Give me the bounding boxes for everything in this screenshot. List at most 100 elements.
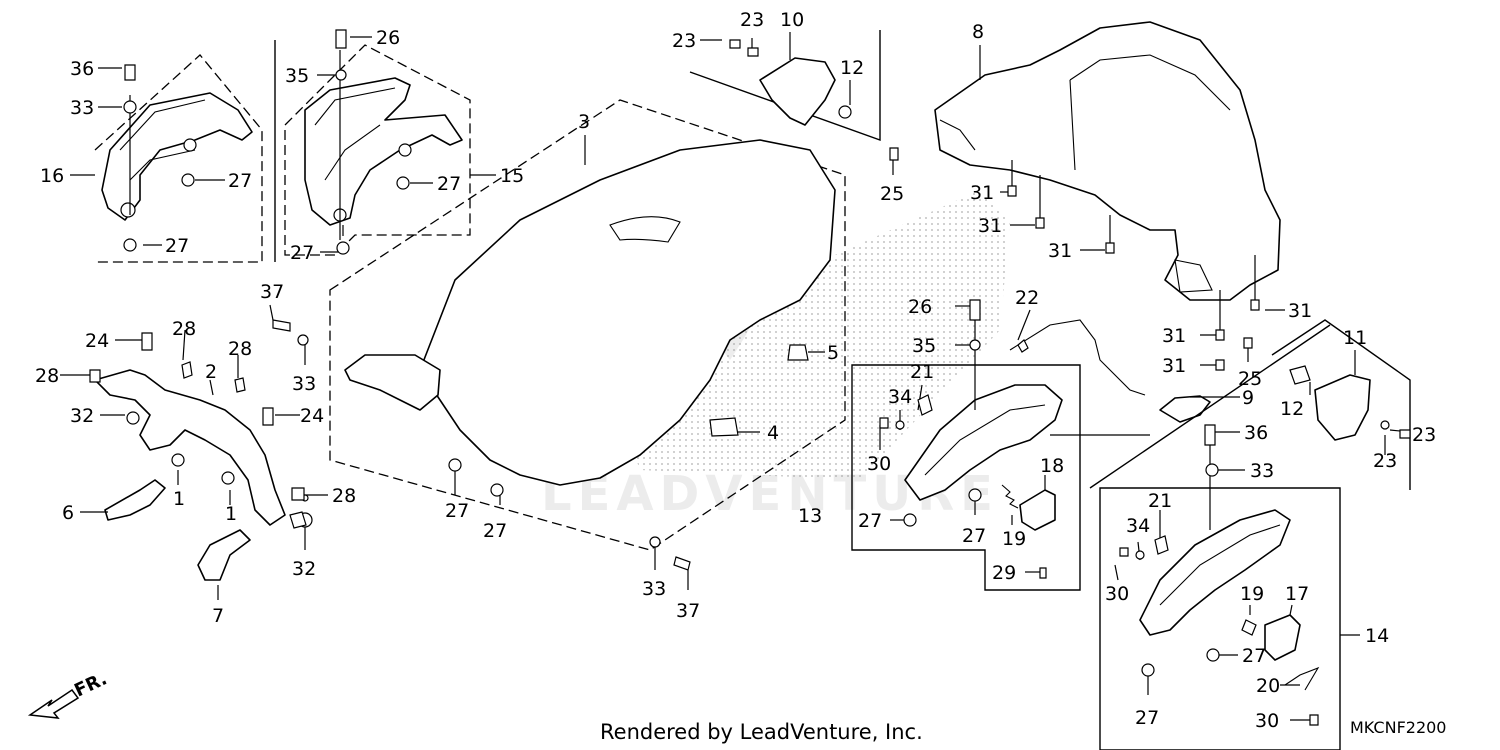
callout-31-b: 31: [978, 215, 1002, 237]
callout-33-b: 33: [292, 373, 316, 395]
cover-10: [759, 57, 836, 126]
callout-36-a: 36: [70, 58, 94, 80]
callout-33-a: 33: [70, 97, 94, 119]
cable-22: [1009, 319, 1146, 396]
callout-26-b: 26: [908, 296, 932, 318]
callout-8: 8: [972, 21, 984, 43]
callout-24-a: 24: [85, 330, 109, 352]
callout-35-b: 35: [912, 335, 936, 357]
callout-27-j: 27: [1135, 707, 1159, 729]
grab-rail-15: [304, 77, 463, 226]
callout-13: 13: [798, 505, 822, 527]
callout-28-b: 28: [228, 338, 252, 360]
callout-1-a: 1: [173, 488, 185, 510]
callout-6: 6: [62, 502, 74, 524]
callout-27-f: 27: [483, 520, 507, 542]
fasteners: [89, 29, 1411, 726]
rendered-by-credit: Rendered by LeadVenture, Inc.: [600, 720, 923, 744]
callout-23-c: 23: [1412, 424, 1436, 446]
spring-19: [1001, 484, 1019, 509]
callout-20: 20: [1256, 675, 1280, 697]
bracket-7: [197, 529, 251, 581]
storage-assembly-14: [1089, 324, 1341, 750]
callout-37-b: 37: [676, 600, 700, 622]
callout-3: 3: [578, 111, 590, 133]
callout-7: 7: [212, 605, 224, 627]
callout-32-b: 32: [292, 558, 316, 580]
callout-16: 16: [40, 165, 64, 187]
diagram-code: MKCNF2200: [1350, 718, 1446, 737]
callout-27-c: 27: [437, 173, 461, 195]
callout-27-i: 27: [1242, 645, 1266, 667]
callout-30-a: 30: [867, 453, 891, 475]
callout-30-c: 30: [1255, 710, 1279, 732]
grab-rail-group-15: [284, 44, 471, 256]
callout-9: 9: [1242, 387, 1254, 409]
callout-21-a: 21: [910, 361, 934, 383]
callout-36-b: 36: [1244, 422, 1268, 444]
seat-bracket-assembly-2: [94, 369, 313, 581]
callout-19-a: 19: [1002, 528, 1026, 550]
callout-24-b: 24: [300, 405, 324, 427]
callout-27-a: 27: [228, 170, 252, 192]
callout-4: 4: [767, 422, 779, 444]
bracket-14: [1139, 509, 1291, 636]
callout-31-a: 31: [970, 182, 994, 204]
cover-group-10: [689, 30, 881, 141]
callout-33-c: 33: [642, 578, 666, 600]
grab-rail-group-16: [94, 40, 276, 263]
lock-17: [1264, 614, 1301, 661]
callout-27-d: 27: [290, 242, 314, 264]
backrest-group-8: [934, 21, 1281, 301]
callout-2: 2: [205, 361, 217, 383]
callout-labels: 36 33 16 27 27 26 35 27 15 27 3 37 33 24…: [35, 9, 1436, 732]
callout-28-a: 28: [172, 318, 196, 340]
callout-30-b: 30: [1105, 583, 1129, 605]
callout-10: 10: [780, 9, 804, 31]
callout-14: 14: [1365, 625, 1389, 647]
callout-27-h: 27: [962, 525, 986, 547]
callout-26-a: 26: [376, 27, 400, 49]
callout-5: 5: [827, 342, 839, 364]
callout-28-d: 28: [332, 485, 356, 507]
callout-27-g: 27: [858, 510, 882, 532]
callout-23-b: 23: [740, 9, 764, 31]
callout-31-e: 31: [1162, 325, 1186, 347]
callout-34-b: 34: [1126, 515, 1150, 537]
callout-28-c: 28: [35, 365, 59, 387]
front-direction-indicator: FR.: [27, 668, 110, 719]
callout-25-b: 25: [1238, 368, 1262, 390]
callout-18: 18: [1040, 455, 1064, 477]
callout-15: 15: [500, 165, 524, 187]
bracket-2: [94, 369, 286, 526]
callout-29: 29: [992, 562, 1016, 584]
callout-27-e: 27: [445, 500, 469, 522]
callout-19-b: 19: [1240, 583, 1264, 605]
callout-12-a: 12: [840, 57, 864, 79]
bracket-6: [104, 479, 166, 521]
callout-22: 22: [1015, 287, 1039, 309]
callout-31-f: 31: [1162, 355, 1186, 377]
callout-37-a: 37: [260, 281, 284, 303]
backrest-8: [934, 21, 1281, 301]
callout-31-d: 31: [1288, 300, 1312, 322]
cover-11: [1314, 374, 1371, 441]
lock-9: [1159, 395, 1211, 423]
front-label: FR.: [71, 668, 110, 701]
callout-1-b: 1: [225, 503, 237, 525]
callout-31-c: 31: [1048, 240, 1072, 262]
leader-lines: [60, 32, 1411, 721]
callout-12-b: 12: [1280, 398, 1304, 420]
callout-17: 17: [1285, 583, 1309, 605]
seat-bracket: [344, 354, 441, 411]
spring-20: [1284, 666, 1320, 691]
lock-18: [1019, 489, 1056, 531]
callout-27-b: 27: [165, 235, 189, 257]
callout-23-d: 23: [1373, 450, 1397, 472]
front-arrow-icon: [27, 688, 80, 719]
grab-rail-16: [101, 92, 253, 221]
watermark-dot-pattern: [600, 190, 1010, 480]
callout-21-b: 21: [1148, 490, 1172, 512]
callout-35-a: 35: [285, 65, 309, 87]
